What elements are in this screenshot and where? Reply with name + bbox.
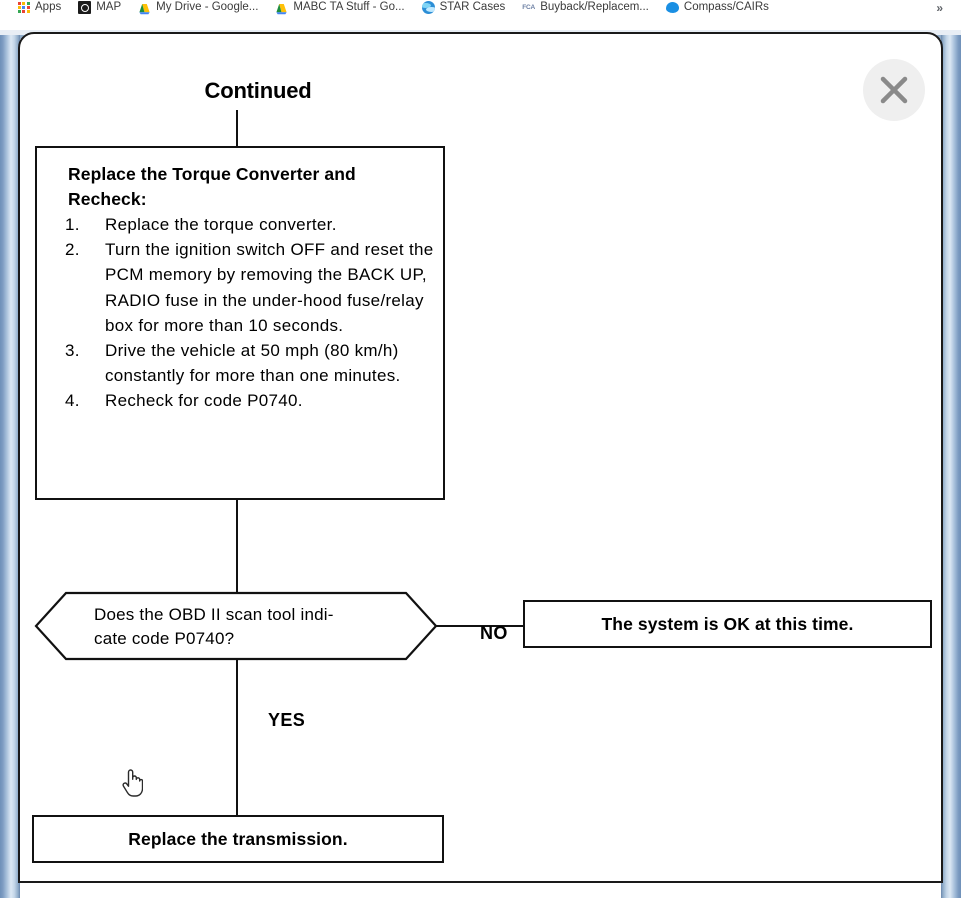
chevron-double-right-icon: » [936, 0, 943, 15]
globe-icon [421, 1, 435, 14]
instruction-box: Replace the Torque Converter and Recheck… [35, 146, 445, 500]
fca-wordmark-icon: FCA [522, 4, 535, 11]
mouse-cursor-pointing-hand [121, 768, 144, 798]
bookmark-map[interactable]: MAP [78, 0, 121, 15]
step-number: 2. [65, 240, 80, 260]
instruction-step: 4. Recheck for code P0740. [65, 388, 437, 413]
connector-title-to-instruction [236, 110, 238, 148]
bookmark-compass-cairs[interactable]: Compass/CAIRs [665, 0, 769, 15]
blue-blob-icon [665, 2, 679, 13]
branch-label-yes: YES [268, 710, 306, 730]
result-box-system-ok: The system is OK at this time. [523, 600, 932, 648]
google-drive-icon [275, 2, 288, 14]
bookmark-apps[interactable]: Apps [18, 0, 61, 15]
google-drive-icon [138, 2, 151, 14]
document-modal-panel: Continued Replace the Torque Converter a… [18, 32, 943, 883]
connector-no-branch [436, 625, 524, 627]
instruction-step: 2. Turn the ignition switch OFF and rese… [65, 237, 437, 338]
bookmark-label: My Drive - Google... [156, 1, 259, 13]
flowchart-diagram: Continued Replace the Torque Converter a… [20, 34, 941, 881]
bookmarks-bar: Apps MAP My Drive - Google... MABC TA St… [0, 0, 961, 15]
backdrop-right-edge [941, 35, 961, 898]
result-box-text: The system is OK at this time. [601, 613, 854, 634]
bookmark-label: Apps [35, 1, 62, 13]
flowchart-title: Continued [204, 78, 312, 103]
bookmark-star-cases[interactable]: STAR Cases [421, 0, 506, 15]
instruction-heading: Replace the Torque Converter and Recheck… [68, 164, 356, 209]
connector-yes-branch [236, 660, 238, 816]
apps-grid-icon [18, 1, 30, 14]
instruction-step: 3. Drive the vehicle at 50 mph (80 km/h)… [65, 338, 437, 388]
step-number: 1. [65, 215, 80, 234]
step-number: 3. [65, 341, 80, 361]
step-text: Turn the ignition switch OFF and reset t… [105, 240, 434, 335]
instruction-step: 1. Replace the torque converter. [65, 212, 437, 237]
decision-hexagon-shape [34, 591, 438, 661]
bookmark-buyback-replacement[interactable]: FCA Buyback/Replacem... [522, 0, 649, 15]
bookmark-label: Buyback/Replacem... [540, 1, 649, 13]
map-square-icon [78, 1, 92, 14]
bookmarks-overflow-button[interactable]: » [936, 0, 943, 15]
decision-node: Does the OBD II scan tool indi- cate cod… [34, 591, 438, 661]
close-x-icon [880, 76, 908, 104]
decision-question: Does the OBD II scan tool indi- cate cod… [94, 605, 334, 648]
instruction-step-list: 1. Replace the torque converter. 2. Turn… [65, 212, 437, 414]
branch-label-no: NO [480, 623, 508, 643]
bookmark-label: MABC TA Stuff - Go... [293, 1, 405, 13]
step-text: Recheck for code P0740. [105, 391, 303, 411]
result-box-text: Replace the transmission. [128, 828, 348, 849]
backdrop-left-edge [0, 35, 20, 898]
step-text: Drive the vehicle at 50 mph (80 km/h) co… [105, 341, 401, 386]
bookmark-mabc-ta-stuff[interactable]: MABC TA Stuff - Go... [275, 0, 405, 15]
close-icon[interactable] [863, 59, 925, 121]
bookmark-label: STAR Cases [439, 1, 506, 13]
step-text: Replace the torque converter. [105, 215, 337, 234]
step-number: 4. [65, 391, 80, 411]
bookmark-label: MAP [96, 1, 122, 13]
result-box-replace-transmission: Replace the transmission. [32, 815, 444, 863]
bookmark-my-drive[interactable]: My Drive - Google... [138, 0, 258, 15]
bookmark-label: Compass/CAIRs [683, 1, 769, 13]
connector-instruction-to-decision [236, 500, 238, 592]
